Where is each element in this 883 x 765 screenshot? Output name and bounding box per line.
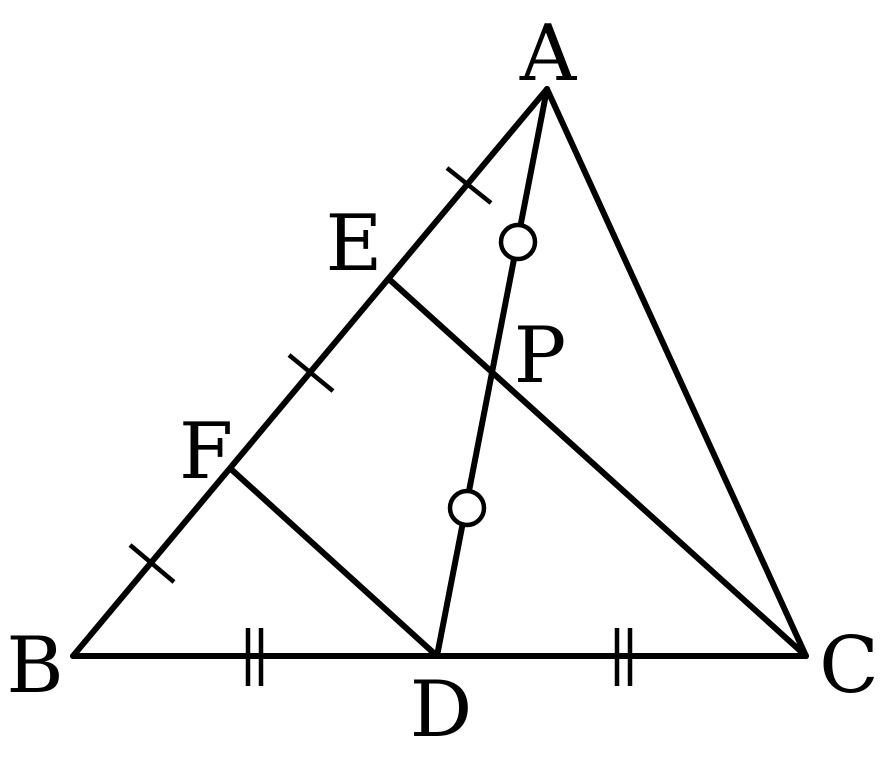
label-c: C bbox=[819, 621, 879, 711]
segment-fd bbox=[229, 467, 440, 659]
label-d: D bbox=[410, 665, 473, 755]
tick-mark-ef bbox=[287, 353, 335, 393]
circle-mark-ap bbox=[498, 222, 538, 262]
circle-mark-pd bbox=[447, 488, 487, 528]
tick-mark-ae bbox=[445, 166, 493, 205]
label-f: F bbox=[179, 407, 233, 497]
label-e: E bbox=[326, 199, 383, 289]
tick-mark-fb bbox=[128, 543, 176, 584]
label-b: B bbox=[6, 621, 63, 711]
segment-ec bbox=[387, 277, 809, 659]
label-p: P bbox=[514, 311, 566, 401]
segment-ac bbox=[544, 86, 809, 659]
label-a: A bbox=[519, 9, 578, 99]
